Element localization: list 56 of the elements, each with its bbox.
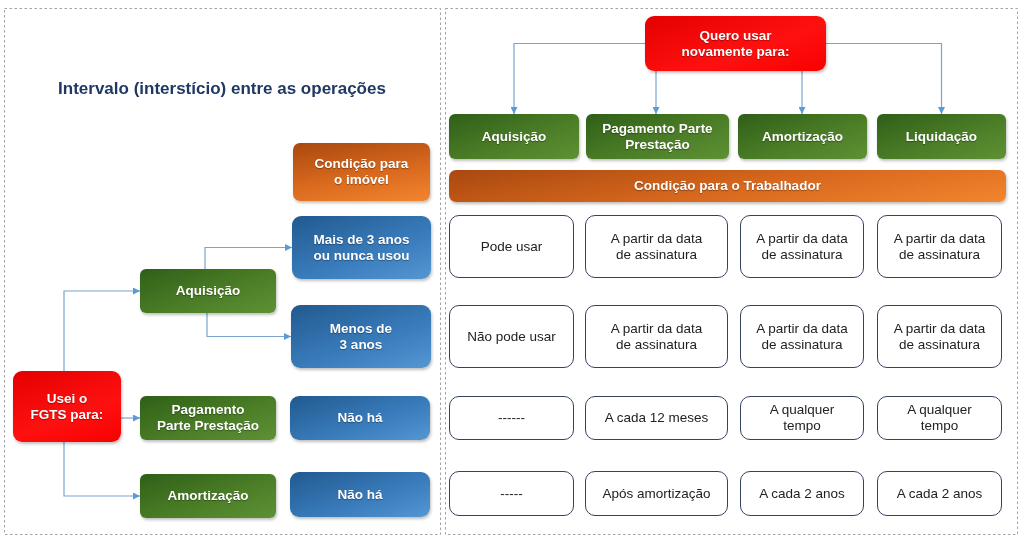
- node-label: Mais de 3 anos ou nunca usou: [312, 231, 411, 264]
- operation-box: [140, 269, 276, 313]
- operation-box: [738, 114, 867, 159]
- arrow: [120, 414, 141, 422]
- arrow: [510, 42, 646, 115]
- node-label: Não pode usar: [467, 328, 556, 345]
- node-label: A cada 12 meses: [604, 410, 709, 426]
- node-label: Após amortização: [602, 485, 711, 502]
- arrow: [206, 312, 292, 340]
- node-label: Pagamento Parte Prestação: [155, 402, 261, 434]
- node-label: Liquidação: [905, 128, 978, 145]
- arrow: [204, 244, 293, 270]
- condition-box: [291, 305, 431, 368]
- node-label: A partir da data de assinatura: [609, 230, 704, 263]
- node-label: Não há: [337, 486, 383, 503]
- node-label: A partir da data de assinatura: [609, 320, 704, 353]
- node-label: Condição para o imóvel: [313, 156, 410, 188]
- node-label: ------: [498, 410, 525, 426]
- node-label: Pagamento Parte Prestação: [601, 120, 714, 153]
- node-label: Usei o FGTS para:: [29, 390, 105, 423]
- header-bar: [293, 143, 430, 201]
- condition-box: [292, 216, 431, 279]
- arrow: [652, 70, 660, 115]
- operation-box: [140, 474, 276, 518]
- condition-box: [290, 396, 430, 440]
- arrow: [825, 42, 945, 115]
- node-label: Quero usar novamente para:: [680, 27, 791, 60]
- arrow: [63, 441, 141, 500]
- node-label: Menos de 3 anos: [328, 320, 394, 353]
- node-label: A partir da data de assinatura: [892, 320, 987, 353]
- node-label: Não há: [337, 410, 383, 426]
- arrow: [798, 70, 806, 115]
- title: Intervalo (interstício) entre as operações: [57, 79, 387, 99]
- node-label: A partir da data de assinatura: [755, 320, 849, 353]
- node-label: A qualquer tempo: [906, 402, 973, 434]
- operation-box: [586, 114, 729, 159]
- operation-box: [140, 396, 276, 440]
- node-label: -----: [500, 485, 523, 502]
- node-label: Pode usar: [480, 238, 543, 255]
- node-label: A qualquer tempo: [768, 402, 836, 434]
- header-bar: [449, 170, 1006, 202]
- node-label: A cada 2 anos: [759, 485, 845, 502]
- operation-box: [877, 114, 1006, 159]
- condition-box: [290, 472, 430, 517]
- node-label: A partir da data de assinatura: [892, 230, 987, 263]
- node-label: A cada 2 anos: [896, 485, 983, 502]
- arrow: [63, 287, 141, 372]
- start-box: [13, 371, 121, 442]
- start-box: [645, 16, 826, 71]
- node-label: Condição para o Trabalhador: [634, 178, 821, 194]
- node-label: A partir da data de assinatura: [755, 230, 849, 263]
- node-label: Aquisição: [481, 128, 547, 145]
- node-label: Amortização: [762, 128, 843, 145]
- operation-box: [449, 114, 579, 159]
- node-label: Amortização: [167, 488, 249, 504]
- node-label: Aquisição: [175, 283, 241, 299]
